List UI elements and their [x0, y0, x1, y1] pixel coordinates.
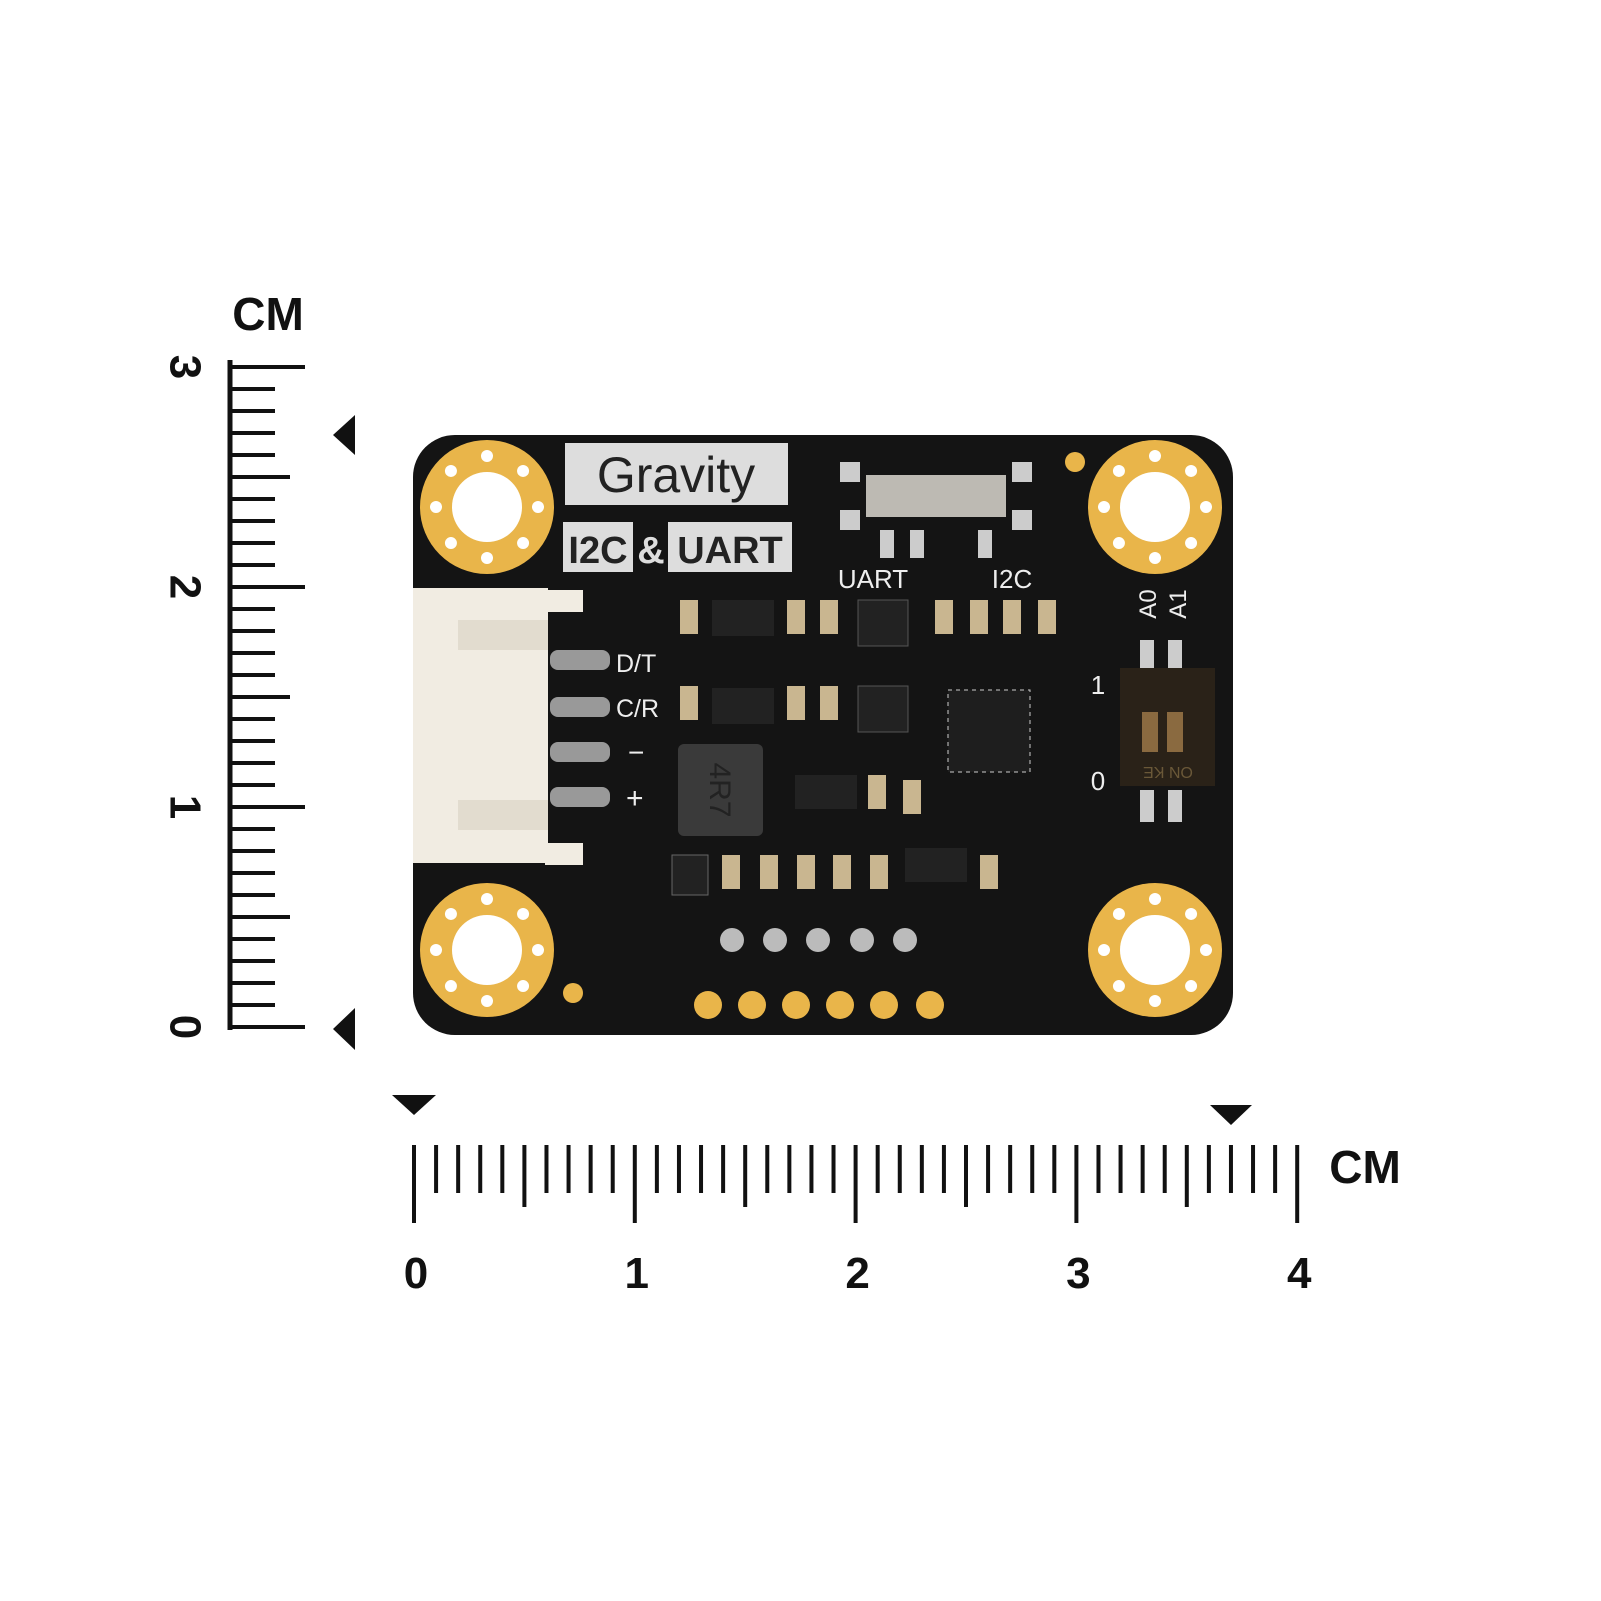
dip-marking: ON KE	[1143, 763, 1193, 780]
dip-level-1: 1	[1091, 670, 1105, 700]
dip-level-0: 0	[1091, 766, 1105, 796]
inductor	[678, 744, 763, 836]
header-pad	[826, 991, 854, 1019]
horizontal-ruler-unit: CM	[1329, 1141, 1401, 1193]
mounting-hole	[420, 440, 554, 574]
interface-i2c-label: I2C	[568, 530, 627, 572]
gravity-connector[interactable]	[413, 588, 610, 865]
vertical-ruler-unit: CM	[232, 288, 304, 340]
marker-bottom-icon	[333, 1008, 355, 1050]
horizontal-ruler-label: 2	[845, 1249, 869, 1298]
marker-top-icon	[333, 415, 355, 455]
address-a1-label: A1	[1165, 589, 1192, 618]
vertical-ruler: CM 0 1 2 3	[160, 288, 305, 1039]
test-pad	[720, 928, 744, 952]
marker-right-icon	[1210, 1105, 1252, 1125]
pin-cr-label: C/R	[616, 695, 659, 723]
horizontal-ruler: CM 0 1 2 3 4	[404, 1141, 1401, 1298]
header-pad	[738, 991, 766, 1019]
header-pad	[870, 991, 898, 1019]
pin-plus-label: +	[626, 782, 644, 815]
brand-label: Gravity	[597, 447, 755, 503]
test-pad	[806, 928, 830, 952]
horizontal-ruler-label: 0	[404, 1249, 428, 1298]
header-pad	[782, 991, 810, 1019]
main-ic	[947, 689, 1031, 773]
vertical-ruler-label: 0	[160, 1015, 209, 1039]
test-pad	[850, 928, 874, 952]
interface-amp-label: &	[637, 530, 664, 572]
inductor-marking: 4R7	[703, 762, 736, 817]
test-pad	[763, 928, 787, 952]
header-pad	[694, 991, 722, 1019]
vertical-ruler-label: 2	[160, 575, 209, 599]
switch-uart-label: UART	[838, 564, 908, 594]
horizontal-ruler-label: 3	[1066, 1249, 1090, 1298]
mode-switch[interactable]	[866, 475, 1006, 517]
mounting-hole	[1088, 883, 1222, 1017]
vertical-ruler-label: 3	[160, 355, 209, 379]
pin-dt-label: D/T	[616, 650, 656, 678]
mounting-hole	[420, 883, 554, 1017]
pin-minus-label: −	[628, 737, 644, 768]
interface-uart-label: UART	[677, 530, 783, 572]
switch-i2c-label: I2C	[992, 564, 1032, 594]
mounting-hole	[1088, 440, 1222, 574]
pcb-board: Gravity I2C & UART UART I2C D/T C/R − +	[413, 435, 1233, 1035]
vertical-ruler-label: 1	[160, 795, 209, 819]
address-a0-label: A0	[1135, 589, 1162, 618]
header-pad	[916, 991, 944, 1019]
marker-left-icon	[392, 1095, 436, 1115]
horizontal-ruler-label: 1	[625, 1249, 649, 1298]
horizontal-ruler-label: 4	[1287, 1249, 1312, 1298]
test-pad	[893, 928, 917, 952]
